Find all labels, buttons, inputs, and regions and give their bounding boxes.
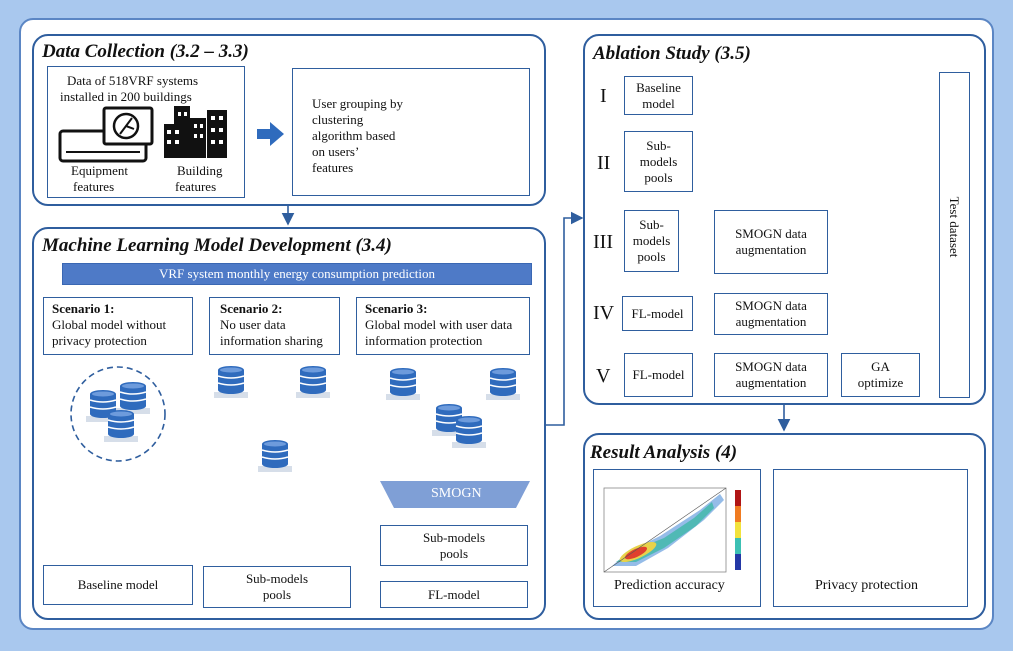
row-2-a1: Sub-: [646, 137, 671, 153]
row-3-a3: pools: [637, 249, 666, 264]
building-label-1: Building: [177, 163, 223, 178]
row-3-roman: III: [593, 231, 613, 253]
baseline-model-box: Baseline model: [43, 565, 193, 605]
row-3-b1: SMOGN data: [735, 226, 807, 241]
scenario-1-line-2: privacy protection: [52, 333, 147, 348]
row-4-roman: IV: [593, 302, 615, 324]
row-5-fl-box: FL-model: [624, 353, 693, 397]
equipment-label-2: features: [73, 179, 115, 194]
test-dataset-label: Test dataset: [947, 196, 962, 258]
row-3-b2: augmentation: [735, 242, 807, 257]
scenario-3-line-2: information protection: [365, 333, 483, 348]
scenario-1-line-1: Global model without: [52, 317, 167, 332]
row-3-submodels-box: Sub- models pools: [624, 210, 679, 272]
submodels-s3-line-2: pools: [439, 545, 469, 561]
row-3-a1: Sub-: [639, 217, 664, 232]
scenario-3-line-1: Global model with user data: [365, 317, 513, 332]
submodels-s2-line-2: pools: [262, 587, 292, 602]
prediction-banner: VRF system monthly energy consumption pr…: [62, 263, 532, 285]
row-1-a1: Baseline: [636, 79, 681, 95]
scenario-2-box: Scenario 2: No user data information sha…: [209, 297, 340, 355]
row-2-submodels-box: Sub- models pools: [624, 131, 693, 192]
smogn-label: SMOGN: [431, 486, 482, 501]
row-5-c1: GA: [871, 359, 890, 374]
row-4-b1: SMOGN data: [735, 298, 807, 313]
scenario-1-box: Scenario 1: Global model without privacy…: [43, 297, 193, 355]
submodels-s3-line-1: Sub-models: [422, 529, 486, 545]
row-1-roman: I: [600, 85, 607, 107]
equipment-label-1: Equipment: [71, 163, 129, 178]
privacy-protection-label: Privacy protection: [815, 578, 919, 593]
user-grouping-box: [292, 68, 530, 196]
grouping-line-1: User grouping by: [312, 96, 403, 111]
data-description-line-2: installed in 200 buildings: [60, 89, 192, 104]
scenario-1-heading: Scenario 1:: [52, 301, 115, 316]
row-3-a2: models: [632, 233, 671, 248]
row-2-roman: II: [597, 152, 611, 174]
test-dataset-box: [939, 72, 970, 398]
data-collection-title: Data Collection (3.2 – 3.3): [42, 41, 249, 62]
scenario-3-box: Scenario 3: Global model with user data …: [356, 297, 530, 355]
row-4-fl-box: FL-model: [622, 296, 693, 331]
row-4-b2: augmentation: [735, 314, 807, 329]
grouping-line-3: algorithm based: [312, 128, 396, 143]
scenario-2-line-1: No user data: [220, 317, 286, 332]
scenario-3-heading: Scenario 3:: [365, 301, 428, 316]
scenario-2-heading: Scenario 2:: [220, 301, 283, 316]
row-5-roman: V: [596, 365, 611, 387]
row-5-smogn-box: SMOGN data augmentation: [714, 353, 828, 397]
row-5-c2: optimize: [857, 375, 904, 390]
ablation-title: Ablation Study (3.5): [593, 43, 751, 64]
scenario-2-line-2: information sharing: [220, 333, 323, 348]
row-2-a2: models: [639, 153, 678, 169]
building-label-2: features: [175, 179, 217, 194]
row-2-a3: pools: [644, 169, 673, 185]
ml-development-title: Machine Learning Model Development (3.4): [42, 235, 392, 256]
row-3-smogn-box: SMOGN data augmentation: [714, 210, 828, 274]
result-analysis-title: Result Analysis (4): [590, 442, 738, 463]
row-4-smogn-box: SMOGN data augmentation: [714, 293, 828, 335]
row-5-b2: augmentation: [735, 375, 807, 390]
submodels-pools-box-s3: Sub-models pools: [380, 525, 528, 566]
grouping-line-5: features: [312, 160, 354, 175]
submodels-pools-box-s2: Sub-models pools: [203, 566, 351, 608]
fl-model-box: FL-model: [380, 581, 528, 608]
row-1-baseline-box: Baseline model: [624, 76, 693, 115]
grouping-line-4: on users’: [312, 144, 360, 159]
prediction-accuracy-label: Prediction accuracy: [614, 578, 725, 593]
submodels-s2-line-1: Sub-models: [245, 571, 309, 586]
row-1-a2: model: [642, 95, 675, 111]
data-description-line-1: Data of 518VRF systems: [67, 73, 199, 88]
grouping-line-2: clustering: [312, 112, 364, 127]
row-5-ga-box: GA optimize: [841, 353, 920, 397]
row-5-b1: SMOGN data: [735, 359, 807, 374]
privacy-protection-box: [773, 469, 968, 607]
